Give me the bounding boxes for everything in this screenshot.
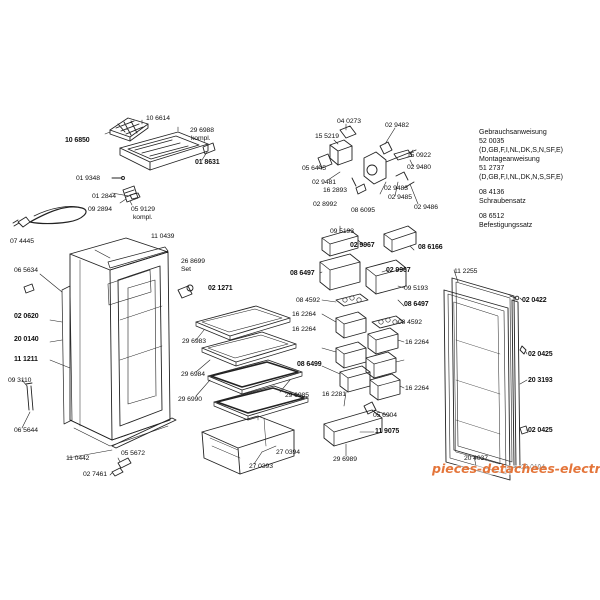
watermark-text: pieces-detachees-electromenager — [432, 461, 600, 476]
part-label: 27 0394 — [276, 449, 300, 456]
note-line: 51 2737 — [479, 165, 505, 172]
note-line: Befestigungssatz — [479, 222, 533, 229]
part-label: 05 5672 — [121, 450, 145, 457]
part-label: 15 0922 — [407, 152, 431, 159]
refrigerator-door — [443, 269, 529, 481]
part-label: 09 2894 — [88, 206, 112, 213]
part-label: kompl. — [133, 214, 153, 221]
part-label: 16 2893 — [323, 187, 347, 194]
shelf-support-set — [177, 284, 194, 299]
part-label: 11 9075 — [375, 428, 400, 435]
part-label: 07 4445 — [10, 238, 34, 245]
part-label: 08 6166 — [418, 244, 443, 251]
watermark-backdrop — [425, 465, 595, 475]
note-line: Gebrauchsanweisung — [479, 129, 547, 136]
part-label: 08 4592 — [398, 319, 422, 326]
part-label: 01 9348 — [76, 175, 100, 182]
note-line: 08 4136 — [479, 189, 505, 196]
part-label: 29 6990 — [178, 396, 202, 403]
part-label: 02 0425 — [528, 351, 553, 358]
part-label: 15 5219 — [315, 133, 339, 140]
part-label: 08 6497 — [290, 270, 315, 277]
note-line: Schraubensatz — [479, 198, 526, 205]
note-line: (D,GB,F,I,NL,DK,S,N,SF,E) — [479, 147, 564, 154]
part-label: Set — [181, 266, 191, 273]
part-label: 10 6850 — [65, 137, 90, 144]
part-label: 27 0393 — [249, 463, 273, 470]
part-label: 09 5193 — [330, 228, 354, 235]
part-label: 02 9483 — [384, 185, 408, 192]
part-label: 08 6095 — [351, 207, 375, 214]
part-label: 20 3193 — [528, 377, 553, 384]
part-label: 01 2844 — [92, 193, 116, 200]
part-label: 29 6988 — [190, 127, 214, 134]
part-label: 08 6497 — [404, 301, 429, 308]
part-label: 20 4037 — [464, 455, 488, 462]
note-line: (D,GB,F,I,NL,DK,N,S,SF,E) — [479, 174, 564, 181]
part-label: 02 0620 — [14, 313, 39, 320]
part-label: 02 0422 — [522, 297, 547, 304]
part-label: 10 6614 — [146, 115, 170, 122]
part-label: 29 6983 — [182, 338, 206, 345]
part-label: 29 6984 — [181, 371, 205, 378]
part-label: 11 0439 — [151, 233, 175, 240]
part-label: 29 6985 — [285, 392, 309, 399]
part-label: 02 9481 — [312, 179, 336, 186]
part-label: 16 2281 — [322, 391, 346, 398]
part-label: 16 2264 — [405, 339, 429, 346]
part-label: 01 8631 — [195, 159, 220, 166]
power-cord — [12, 206, 87, 228]
part-label: 02 9967 — [350, 242, 375, 249]
part-label: 11 1211 — [14, 356, 38, 363]
part-label: 11 0442 — [66, 455, 90, 462]
glass-shelves — [195, 305, 309, 475]
part-label: 05 6904 — [373, 412, 397, 419]
part-label: 02 9485 — [388, 194, 412, 201]
part-label: 02 8992 — [313, 201, 337, 208]
part-label: 06 5634 — [14, 267, 38, 274]
part-label: 16 2264 — [405, 385, 429, 392]
freezer-door-assembly — [104, 117, 216, 206]
thermostat-light-parts — [317, 123, 419, 205]
note-line: 08 6512 — [479, 213, 505, 220]
part-label: 02 9480 — [407, 164, 431, 171]
note-line: 52 0035 — [479, 138, 505, 145]
door-bins — [319, 225, 417, 457]
part-label: 08 6499 — [297, 361, 322, 368]
part-label: 16 2264 — [292, 311, 316, 318]
part-label: 02 9482 — [385, 122, 409, 129]
part-label: 05 9129 — [131, 206, 155, 213]
part-label: 11 2255 — [454, 268, 478, 275]
part-label: 05 6445 — [302, 165, 326, 172]
part-label: kompl. — [191, 135, 211, 142]
part-label: 16 2264 — [292, 326, 316, 333]
part-label: 02 9967 — [386, 267, 411, 274]
part-label: 02 9486 — [414, 204, 438, 211]
part-label: 20 0140 — [14, 336, 39, 343]
part-label: 08 4592 — [296, 297, 320, 304]
part-label: 02 0425 — [528, 427, 553, 434]
part-label: 29 6989 — [333, 456, 357, 463]
part-label: 02 1271 — [208, 285, 233, 292]
part-label: 26 8699 — [181, 258, 205, 265]
part-label: 09 5193 — [404, 285, 428, 292]
part-label: 06 5644 — [14, 427, 38, 434]
note-line: Montageanweisung — [479, 156, 540, 163]
part-label: 09 3110 — [8, 377, 32, 384]
part-label: 04 0273 — [337, 118, 361, 125]
refrigerator-cabinet — [21, 237, 177, 477]
part-label: 02 7461 — [83, 471, 107, 478]
